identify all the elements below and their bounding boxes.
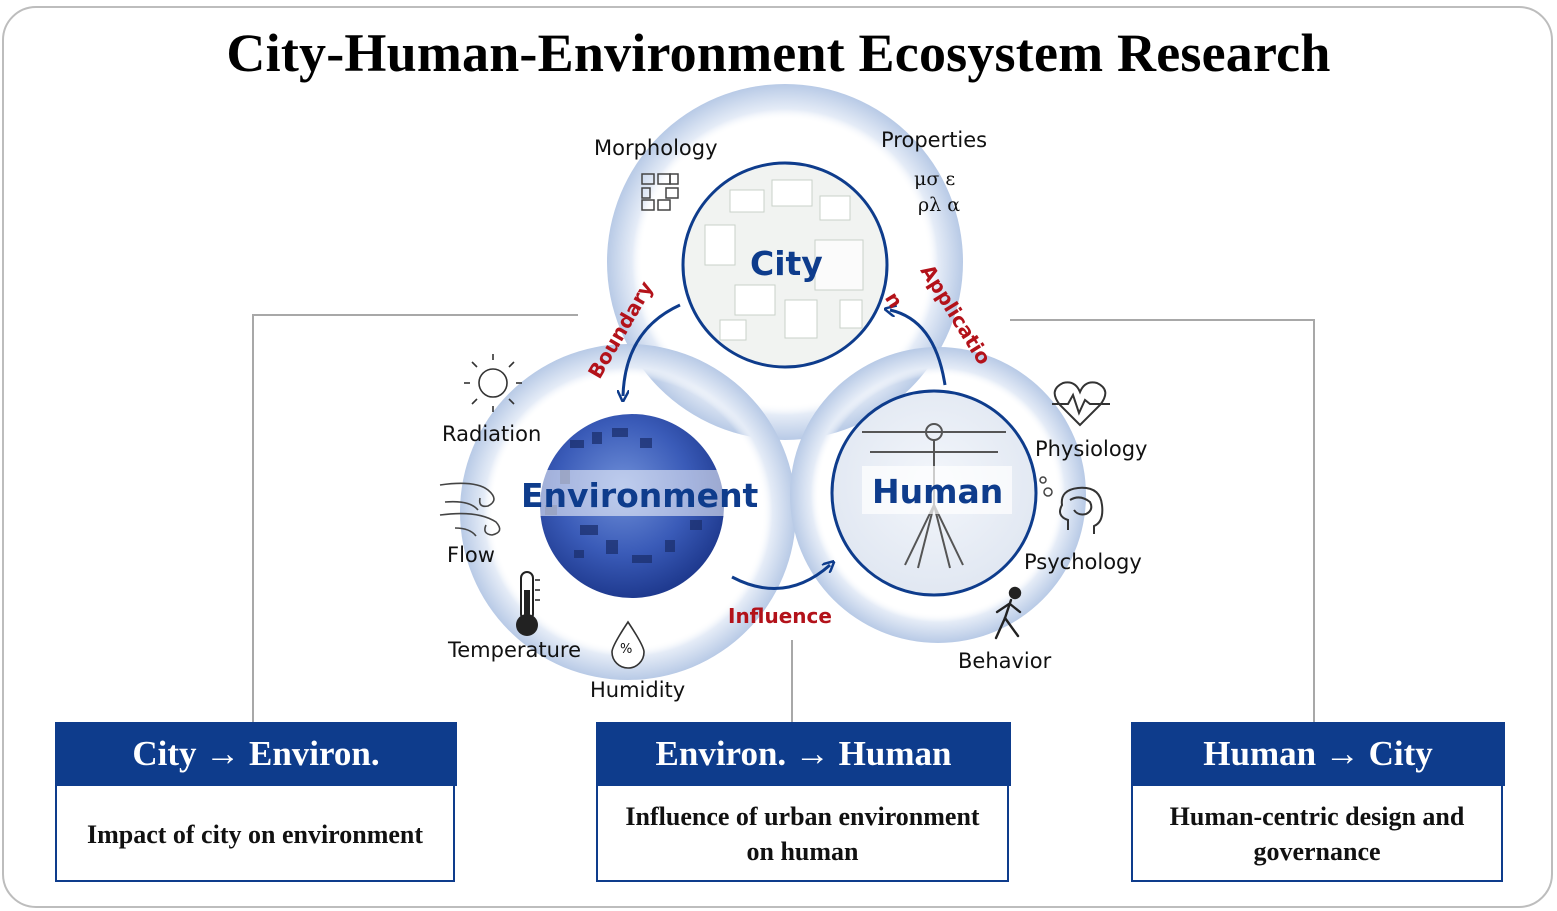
walking-person-icon: [994, 586, 1022, 640]
box-environ-human: Environ. → Human Influence of urban envi…: [596, 722, 1011, 882]
connector-right: [1010, 319, 1315, 722]
radiation-label: Radiation: [442, 422, 542, 446]
city-node-label: City: [750, 244, 823, 283]
droplet-icon: [611, 620, 645, 669]
box-city-environ: City → Environ. Impact of city on enviro…: [55, 722, 457, 882]
box-city-environ-heading: City → Environ.: [55, 722, 457, 786]
box-environ-human-heading: Environ. → Human: [596, 722, 1011, 786]
physiology-label: Physiology: [1035, 437, 1148, 461]
box-human-city-heading: Human → City: [1131, 722, 1505, 786]
application-arrow: [890, 310, 947, 386]
boundary-arrow: [623, 303, 681, 396]
sun-icon: [464, 354, 522, 412]
environment-node-label: Environment: [521, 476, 759, 515]
morphology-icon: [641, 173, 679, 211]
environment-label-bar: [508, 470, 754, 516]
humidity-label: Humidity: [590, 678, 686, 702]
influence-arrow: [731, 565, 830, 590]
wind-icon: [439, 482, 501, 537]
humidity-symbol: %: [620, 642, 633, 657]
figure-title: City-Human-Environment Ecosystem Researc…: [226, 23, 1331, 83]
flow-label: Flow: [447, 543, 495, 567]
connector-left: [252, 314, 578, 722]
behavior-label: Behavior: [958, 649, 1052, 673]
temperature-label: Temperature: [448, 638, 582, 662]
influence-label: Influence: [728, 604, 832, 628]
box-environ-human-body: Influence of urban environment on human: [625, 802, 980, 866]
city-buildings: [704, 179, 864, 341]
psychology-label: Psychology: [1024, 550, 1142, 574]
city-node: [681, 161, 889, 369]
brain-head-icon: [1059, 486, 1104, 534]
heart-pulse-icon: [1052, 381, 1110, 427]
properties-label: Properties: [881, 128, 988, 152]
properties-symbols-bottom: ρλ α: [918, 194, 961, 216]
human-label-bar: [862, 466, 1012, 514]
properties-symbols-top: μσ ε: [914, 168, 956, 190]
box-human-city: Human → City Human-centric design and go…: [1131, 722, 1505, 882]
human-node-label: Human: [872, 472, 1004, 511]
box-human-city-body: Human-centric design and governance: [1169, 802, 1465, 866]
box-city-environ-body: Impact of city on environment: [86, 819, 424, 849]
thought-bubble-icon: [1039, 476, 1053, 497]
morphology-label: Morphology: [594, 136, 718, 160]
connector-lines: [252, 314, 1315, 722]
thermometer-icon: [516, 571, 540, 636]
